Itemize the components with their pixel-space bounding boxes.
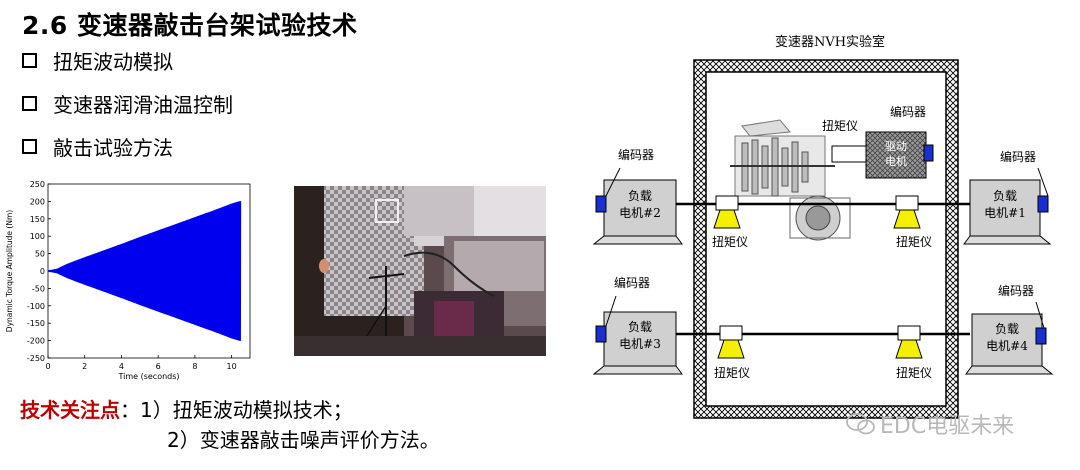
torque-sensor-upper-left: [713, 195, 741, 229]
wechat-icon: [846, 413, 875, 435]
torque-series-line: [47, 201, 242, 341]
motor-2-label-1: 负载: [628, 189, 652, 203]
y-tick-label: 0: [40, 267, 45, 276]
torque-sensor-lower-left: [717, 325, 745, 359]
test-rig-photo: [294, 186, 546, 356]
load-motor-1: 负载 电机#1: [963, 179, 1052, 245]
x-tick-label: 10: [227, 362, 237, 371]
focus-text-2: 2）变速器敲击噪声评价方法。: [167, 428, 440, 452]
slide-title: 2.6 变速器敲击台架试验技术: [22, 11, 358, 40]
x-axis-label: Time (seconds): [117, 372, 179, 381]
y-tick-label: 150: [30, 215, 45, 224]
drive-encoder-icon: [923, 144, 934, 162]
y-tick-label: -200: [27, 337, 45, 346]
chart-series: [47, 200, 242, 342]
x-tick-label: 0: [45, 362, 50, 371]
lab-title: 变速器NVH实验室: [775, 34, 885, 50]
torque-sensor-upper-right: [893, 195, 921, 229]
motor-2-label-2: 电机#2: [619, 206, 661, 220]
motor-4-label-2: 电机#4: [986, 339, 1028, 353]
focus-label: 技术关注点: [20, 398, 120, 422]
y-tick-label: -100: [27, 302, 45, 311]
encoder-icon: [1037, 195, 1049, 213]
square-bullet-icon: [22, 53, 37, 68]
drive-motor: 驱动 电机: [831, 131, 934, 179]
x-tick-label: 6: [156, 362, 161, 371]
lower-envelope: [47, 270, 241, 342]
load-motor-3: 负载 电机#3: [592, 311, 683, 375]
motor-3-label-1: 负载: [628, 320, 652, 334]
square-bullet-icon: [22, 139, 37, 154]
encoder-icon: [595, 195, 607, 213]
bullet-item-3: 敲击试验方法: [22, 132, 173, 161]
drive-torque-label: 扭矩仪: [822, 119, 858, 133]
torque-label-ur: 扭矩仪: [896, 235, 932, 249]
load-motor-4: 负载 电机#4: [965, 313, 1054, 375]
square-bullet-icon: [22, 96, 37, 111]
encoder-icon: [1035, 327, 1047, 345]
focus-text-1: ：1）扭矩波动模拟技术；: [120, 398, 353, 422]
y-axis-label: Dynamic Torque Amplitude (Nm): [5, 210, 14, 332]
torque-label-lr: 扭矩仪: [896, 366, 932, 380]
y-tick-label: -150: [27, 319, 45, 328]
motor-1-label-1: 负载: [993, 189, 1017, 203]
transmission-gearbox: [730, 119, 851, 241]
load-motor-2: 负载 电机#2: [592, 179, 683, 245]
focus-line-1: 技术关注点：1）扭矩波动模拟技术；: [20, 394, 353, 423]
motor-4-label-1: 负载: [995, 322, 1019, 336]
bullet-text: 扭矩波动模拟: [53, 50, 173, 74]
motor-1-label-2: 电机#1: [984, 206, 1026, 220]
encoder-label-3: 编码器: [614, 275, 650, 290]
y-tick-label: 100: [30, 232, 45, 241]
y-tick-label: -50: [32, 284, 45, 293]
x-tick-label: 2: [82, 362, 87, 371]
drive-motor-label-1: 驱动: [885, 140, 907, 153]
torque-sensor-lower-right: [895, 325, 923, 359]
motor-3-label-2: 电机#3: [619, 337, 661, 351]
bullet-item-2: 变速器润滑油温控制: [22, 89, 233, 118]
watermark-text: EDC电驱未来: [880, 414, 1015, 439]
encoder-label-4: 编码器: [998, 283, 1034, 298]
torque-label-ul: 扭矩仪: [712, 235, 748, 249]
encoder-label-2: 编码器: [618, 147, 654, 162]
y-tick-label: 200: [30, 197, 45, 206]
encoder-label-1: 编码器: [1000, 149, 1036, 164]
bullet-text: 敲击试验方法: [53, 136, 173, 160]
x-tick-label: 8: [192, 362, 197, 371]
torque-label-ll: 扭矩仪: [714, 366, 750, 380]
nvh-lab-diagram: 变速器NVH实验室 驱动 电机 扭矩仪 编码器 负载: [592, 34, 1054, 419]
drive-motor-label-2: 电机: [885, 154, 907, 168]
bullet-text: 变速器润滑油温控制: [53, 93, 233, 117]
bullet-item-1: 扭矩波动模拟: [22, 46, 173, 75]
drive-encoder-label: 编码器: [890, 104, 926, 119]
upper-envelope: [47, 200, 241, 272]
encoder-icon: [595, 325, 607, 343]
y-tick-label: -250: [27, 354, 45, 363]
x-tick-label: 4: [119, 362, 124, 371]
watermark: EDC电驱未来: [846, 408, 1014, 440]
y-tick-label: 250: [30, 180, 45, 189]
y-tick-label: 50: [35, 250, 45, 259]
